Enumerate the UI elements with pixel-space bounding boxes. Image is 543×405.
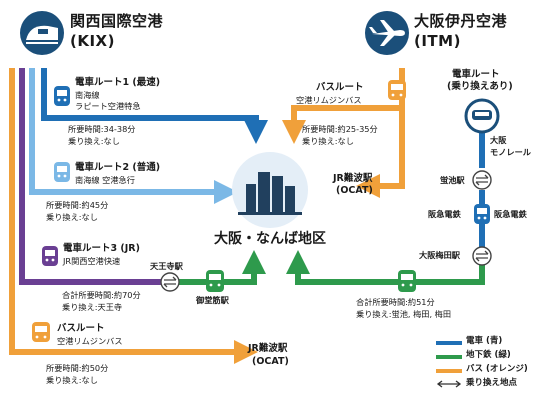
subway-badge-itm (398, 270, 416, 292)
legend-transfer-label: 乗り換え地点 (466, 378, 518, 388)
train-icon (20, 11, 64, 55)
legend-subway-swatch (436, 355, 462, 359)
kix-bus-route-line (9, 68, 258, 364)
kix-bus-transfer: 乗り換え:なし (46, 375, 98, 385)
kix-airport-code: (KIX) (70, 32, 115, 50)
transfer-icon-tennoji (160, 272, 180, 292)
umeda-station-label: 大阪梅田駅 (419, 250, 460, 260)
city-buildings-icon (232, 152, 308, 228)
route3-time: 合計所要時間:約70分 (62, 290, 141, 300)
itm-bus-time: 所要時間:約25-35分 (302, 124, 378, 134)
route3-title: 電車ルート3 (JR) (63, 243, 140, 254)
route3-transfer: 乗り換え:天王寺 (62, 302, 123, 312)
route1-line1: 南海線 (75, 90, 100, 100)
train-badge-route2 (54, 162, 70, 182)
transfer-icon-hotarugaike (472, 170, 492, 190)
itm-bus-line1: 空港リムジンバス (296, 95, 362, 105)
route1-line2: ラピート空港特急 (75, 101, 141, 111)
ocat-label-top: (OCAT) (336, 185, 373, 196)
route3-line1: JR関西空港快速 (63, 256, 121, 266)
itm-train-time: 合計所要時間:約51分 (356, 297, 435, 307)
monorail-icon (464, 98, 500, 134)
monorail-label-2: モノレール (490, 147, 531, 157)
kix-bus-title: バスルート (57, 323, 105, 334)
legend-train-swatch (436, 341, 462, 345)
midosuji-station-label: 御堂筋駅 (196, 295, 229, 305)
itm-airport-name: 大阪伊丹空港 (414, 12, 508, 30)
hankyu-train-badge (474, 204, 490, 224)
airplane-icon (365, 11, 409, 55)
itm-subway-line (286, 250, 485, 285)
route1-title: 電車ルート1 (最速) (75, 77, 161, 88)
legend-subway-label: 地下鉄 (緑) (466, 350, 511, 360)
ocat-label-bottom: (OCAT) (252, 356, 289, 367)
bus-badge-itm (388, 80, 406, 100)
monorail-label-1: 大阪 (490, 135, 507, 145)
itm-airport-code: (ITM) (414, 32, 461, 50)
legend-transfer-arrow-icon (436, 380, 462, 388)
route1-transfer: 乗り換え:なし (68, 136, 120, 146)
midosuji-subway-line (178, 250, 266, 285)
legend-train-label: 電車 (青) (466, 336, 503, 346)
kix-bus-time: 所要時間:約50分 (46, 363, 109, 373)
jr-namba-label-bottom: JR難波駅 (248, 343, 288, 354)
train-badge-route1 (54, 86, 70, 106)
itm-train-transfer: 乗り換え:蛍池, 梅田, 梅田 (356, 309, 452, 319)
transfer-icon-umeda (472, 246, 492, 266)
hankyu-label-right: 阪急電鉄 (494, 209, 527, 219)
train-badge-route3 (42, 246, 58, 266)
kix-bus-line1: 空港リムジンバス (57, 336, 123, 346)
route2-title: 電車ルート2 (普通) (75, 162, 161, 173)
hankyu-label-left: 阪急電鉄 (428, 209, 461, 219)
itm-bus-title: バスルート (316, 82, 364, 93)
bus-badge-kix (32, 322, 50, 342)
route1-time: 所要時間:34-38分 (68, 124, 136, 134)
itm-train-title: 電車ルート (452, 69, 500, 80)
kix-airport-name: 関西国際空港 (70, 12, 164, 30)
route2-time: 所要時間:約45分 (46, 200, 109, 210)
hub-label: 大阪・なんば地区 (214, 231, 326, 247)
route2-line1: 南海線 空港急行 (75, 175, 135, 185)
itm-bus-to-ocat-line (356, 108, 405, 198)
legend-bus-label: バス (オレンジ) (466, 364, 528, 374)
kix-train-route-2-line (29, 68, 238, 204)
itm-bus-transfer: 乗り換え:なし (302, 136, 354, 146)
legend-bus-swatch (436, 369, 462, 373)
kix-train-route-1-line (41, 68, 268, 144)
itm-train-subtitle: (乗り換えあり) (447, 81, 513, 92)
jr-namba-label-top: JR難波駅 (333, 173, 373, 184)
tennoji-station-label: 天王寺駅 (150, 261, 183, 271)
hotarugaike-station-label: 蛍池駅 (440, 175, 465, 185)
subway-badge-midosuji (206, 270, 224, 292)
route2-transfer: 乗り換え:なし (46, 212, 98, 222)
kix-train-route-3-line (19, 68, 162, 285)
